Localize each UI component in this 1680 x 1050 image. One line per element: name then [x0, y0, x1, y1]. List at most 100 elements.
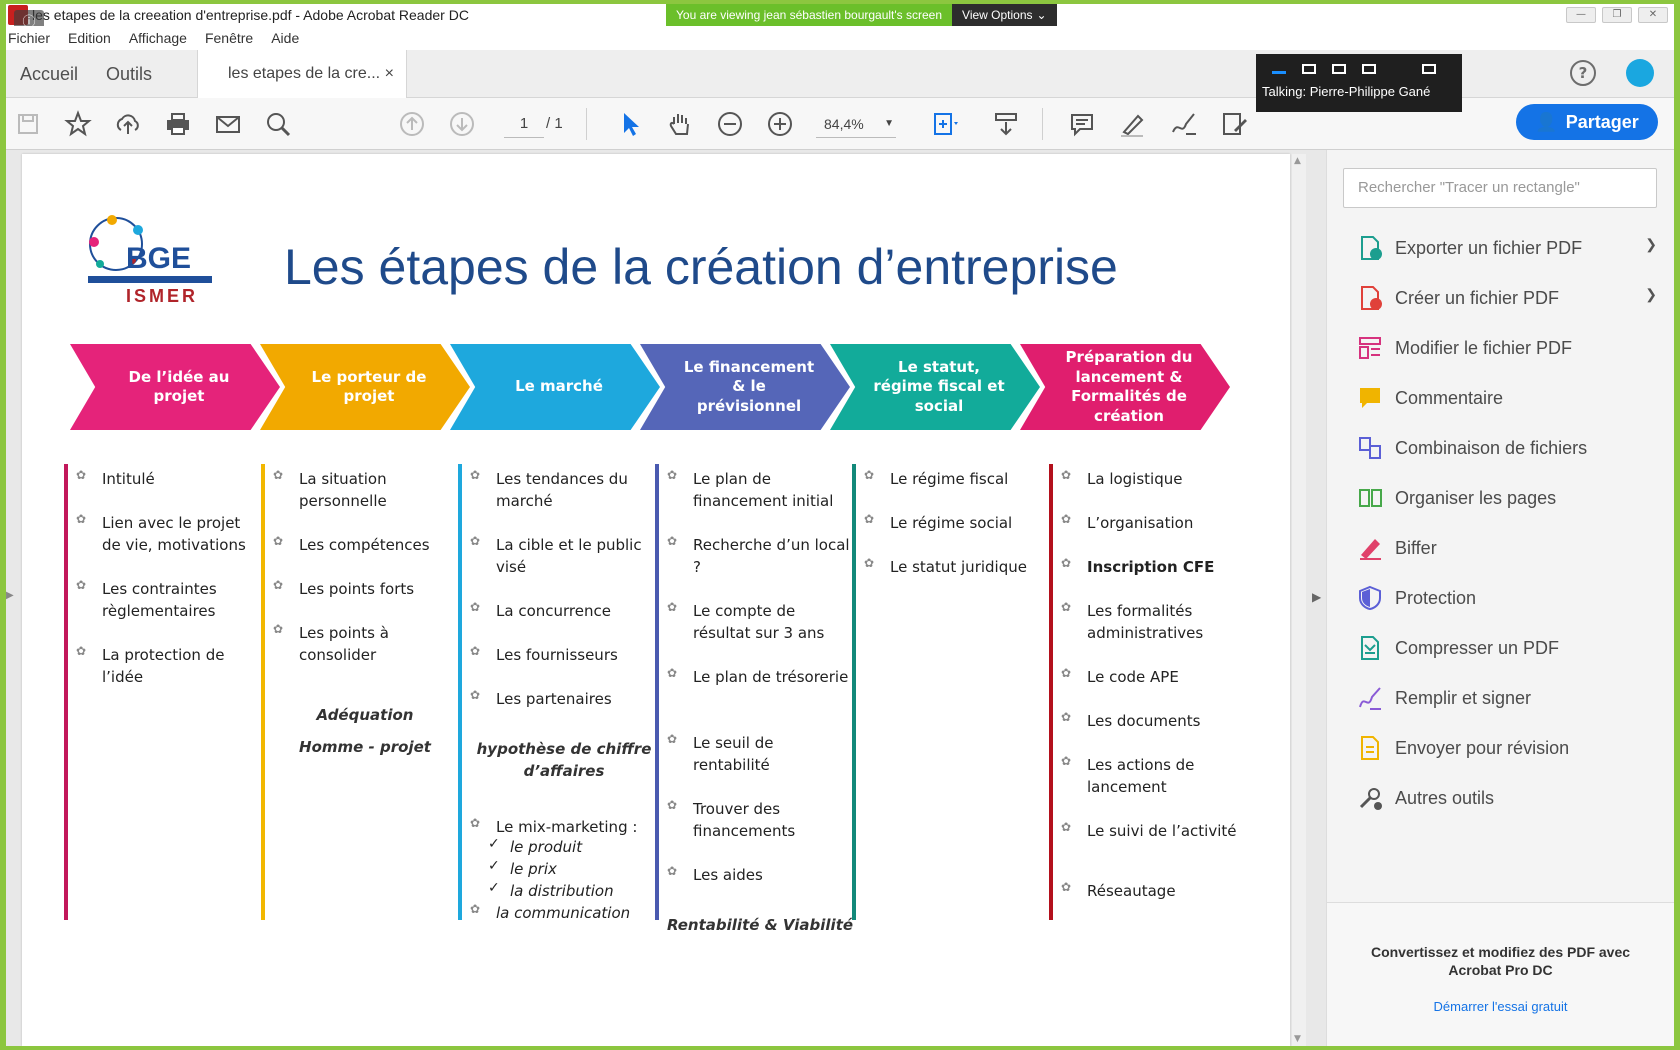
tool-compress[interactable]: Compresser un PDF [1357, 632, 1657, 664]
tool-label: Commentaire [1395, 387, 1504, 408]
menu-edition[interactable]: Edition [68, 30, 111, 46]
left-panel-toggle-icon[interactable]: ▶ [6, 590, 14, 601]
cloud-upload-icon[interactable] [114, 110, 142, 138]
tool-edit-pdf[interactable]: Modifier le fichier PDF [1357, 332, 1657, 364]
tools-search-input[interactable]: Rechercher "Tracer un rectangle" [1343, 168, 1657, 208]
sign-icon[interactable] [1170, 110, 1198, 138]
tool-send-review[interactable]: Envoyer pour révision [1357, 732, 1657, 764]
list-item: Trouver des financements [693, 800, 796, 840]
next-page-icon[interactable] [448, 110, 476, 138]
previous-page-icon[interactable] [398, 110, 426, 138]
tool-label: Autres outils [1395, 787, 1495, 808]
step-label: Le porteur de projet [311, 367, 427, 406]
right-panel-toggle-icon[interactable]: ▶ [1312, 590, 1322, 604]
create-pdf-icon [1361, 286, 1382, 310]
select-cursor-icon[interactable] [616, 110, 644, 138]
tab-document[interactable]: les etapes de la cre... × [197, 50, 407, 98]
list-item: Les compétences [299, 536, 430, 554]
edit-pdf-icon[interactable] [1220, 110, 1248, 138]
window-title: les etapes de la creeation d'entreprise.… [32, 7, 469, 23]
view-layout-controls [1256, 54, 1462, 84]
bullet-icon: ✿ [1061, 666, 1072, 680]
list-item: Les formalités administratives [1087, 602, 1204, 642]
list-item: Le code APE [1087, 668, 1179, 686]
scroll-down-icon[interactable]: ▼ [1294, 1034, 1301, 1044]
document-viewer[interactable]: ▶ BGE ISMER Les étapes de la création d’… [6, 150, 1326, 1046]
list-item: La logistique [1087, 470, 1183, 488]
help-icon[interactable]: ? [1570, 60, 1596, 86]
column-marche: ✿ Les tendances du marché ✿ La cible et … [458, 464, 651, 922]
tool-combine[interactable]: Combinaison de fichiers [1357, 432, 1657, 464]
screen-share-frame: les etapes de la creeation d'entreprise.… [6, 4, 1674, 1046]
bullet-icon: ✿ [667, 468, 678, 482]
maximize-button[interactable]: ❐ [1602, 7, 1632, 23]
close-window-button[interactable]: ✕ [1638, 7, 1668, 23]
avatar[interactable] [1626, 59, 1654, 87]
tab-outils[interactable]: Outils [106, 64, 153, 84]
tool-fill-sign[interactable]: Remplir et signer [1357, 682, 1657, 714]
menu-fichier[interactable]: Fichier [8, 30, 51, 46]
tool-protection[interactable]: Protection [1357, 582, 1657, 614]
menu-fenetre[interactable]: Fenêtre [204, 30, 254, 46]
save-icon[interactable] [14, 110, 42, 138]
column-financement: ✿ Le plan de financement initial ✿ Reche… [655, 464, 853, 934]
zoom-select[interactable]: 84,4% ▼ [816, 110, 896, 138]
tool-comment[interactable]: Commentaire [1357, 382, 1657, 414]
window-controls: — ❐ ✕ [1566, 7, 1668, 23]
bullet-icon: ✿ [667, 534, 678, 548]
page-number-input[interactable]: 1 [504, 110, 544, 138]
popout-icon[interactable] [1422, 64, 1436, 74]
print-icon[interactable] [164, 110, 192, 138]
minimize-button[interactable]: — [1566, 7, 1596, 23]
combine-icon [1359, 437, 1381, 459]
bullet-icon: ✿ [76, 644, 87, 658]
chevron-down-icon[interactable]: ❯ [1645, 286, 1657, 302]
tool-redact[interactable]: Biffer [1357, 532, 1657, 564]
scroll-up-icon[interactable]: ▲ [1294, 156, 1301, 166]
tab-accueil[interactable]: Accueil [20, 64, 79, 84]
single-view-icon[interactable] [1302, 64, 1316, 74]
chevron-down-icon: ⌄ [1036, 8, 1047, 22]
zoom-in-icon[interactable] [766, 110, 794, 138]
grid-view-icon[interactable] [1362, 64, 1376, 74]
vertical-scrollbar[interactable]: ▲ ▼ [1292, 154, 1306, 1046]
star-icon[interactable] [64, 110, 92, 138]
tool-label: Exporter un fichier PDF [1395, 237, 1583, 258]
bullet-icon: ✿ [470, 534, 481, 548]
export-pdf-icon [1361, 236, 1382, 260]
tool-create-pdf[interactable]: Créer un fichier PDF ❯ [1357, 282, 1657, 314]
mix-item: la distribution [510, 882, 614, 900]
fit-page-icon[interactable] [930, 110, 958, 138]
tool-more[interactable]: Autres outils [1357, 782, 1657, 814]
mix-item: le produit [510, 838, 583, 856]
bullet-icon: ✿ [76, 578, 87, 592]
free-trial-link[interactable]: Démarrer l'essai gratuit [1433, 999, 1568, 1014]
menu-aide[interactable]: Aide [271, 30, 300, 46]
list-item: Le mix-marketing : [496, 818, 638, 836]
step-label: Préparation du lancement & Formalités de… [1065, 348, 1193, 425]
list-item: Les documents [1087, 712, 1201, 730]
step-arrow-4: Le financement & le prévisionnel [640, 344, 850, 430]
chevron-down-icon[interactable]: ❯ [1645, 236, 1657, 252]
menu-affichage[interactable]: Affichage [128, 30, 187, 46]
hand-tool-icon[interactable] [666, 110, 694, 138]
bullet-icon: ✿ [470, 816, 481, 830]
close-tab-icon[interactable]: × [384, 65, 394, 82]
list-item: L’organisation [1087, 514, 1194, 532]
tool-organize[interactable]: Organiser les pages [1357, 482, 1657, 514]
search-icon[interactable] [264, 110, 292, 138]
email-icon[interactable] [214, 110, 242, 138]
highlight-icon[interactable] [1118, 110, 1146, 138]
view-options-button[interactable]: View Options ⌄ [952, 4, 1057, 26]
talking-popup: Talking: Pierre-Philippe Gané [1256, 54, 1462, 112]
full-view-icon[interactable] [1332, 64, 1346, 74]
zoom-out-icon[interactable] [716, 110, 744, 138]
share-notice: You are viewing jean sébastien bourgault… [666, 4, 953, 26]
tool-export-pdf[interactable]: Exporter un fichier PDF ❯ [1357, 232, 1657, 264]
bullet-icon: ✿ [864, 468, 875, 482]
share-button[interactable]: 👤 Partager [1516, 104, 1658, 140]
comment-icon[interactable] [1068, 110, 1096, 138]
minimize-view-icon[interactable] [1272, 64, 1286, 74]
view-options-label: View Options [962, 8, 1033, 22]
scroll-mode-icon[interactable] [992, 110, 1020, 138]
